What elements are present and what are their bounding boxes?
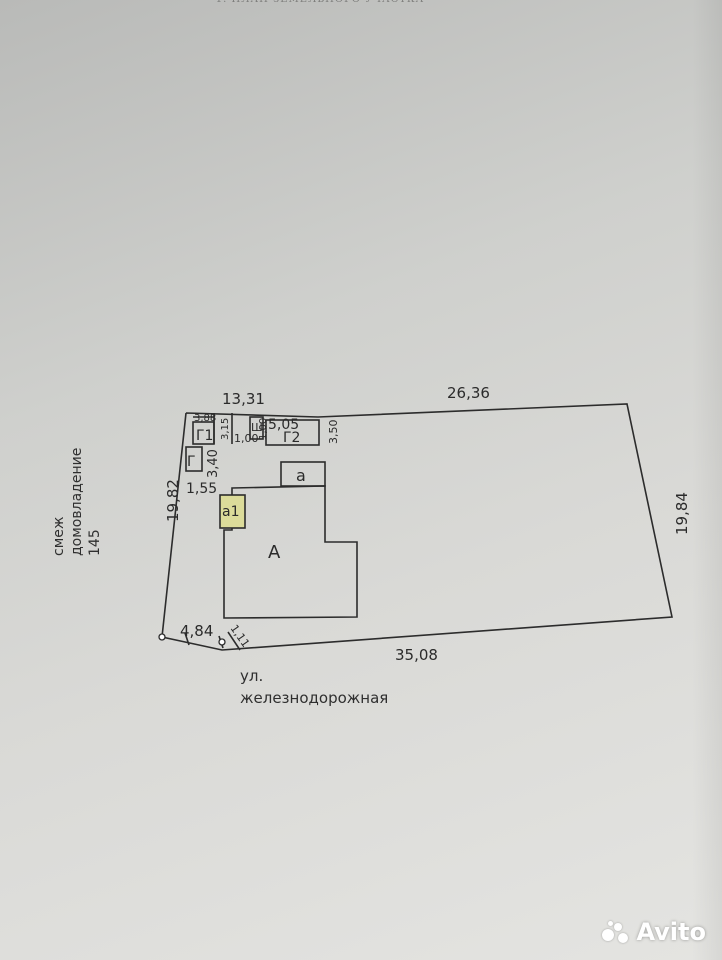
label-annex-a1: а1	[222, 504, 240, 520]
gate-tick-1	[184, 632, 190, 646]
neighbor-line-3: 145	[87, 529, 103, 556]
outbuilding-g-outline	[185, 446, 203, 472]
gate-tick-3	[227, 631, 241, 651]
dim-bottom-left: 4,84	[180, 622, 213, 640]
avito-watermark: Avito	[602, 918, 706, 946]
street-line-1: ул.	[240, 667, 264, 685]
outbuilding-g2-outline	[265, 419, 320, 446]
dim-left: 19,82	[164, 479, 182, 522]
annex-a-outline	[280, 461, 326, 487]
dim-right: 19,84	[673, 492, 691, 535]
dim-3-40: 3,40	[206, 449, 221, 478]
label-toilet: Ш	[251, 421, 263, 434]
dim-top-left: 13,31	[222, 390, 265, 408]
label-house-a: А	[268, 542, 281, 563]
corner-marker-gate	[218, 638, 226, 646]
paper-edge-shadow	[692, 0, 722, 960]
toilet-outline	[249, 416, 264, 440]
street-label: ул. железнодорожная	[240, 665, 388, 709]
dim-top-right: 26,36	[447, 384, 490, 402]
label-g1: Г1	[196, 428, 213, 444]
neighbor-line-2: домовладение	[69, 447, 85, 556]
corner-marker-left	[158, 633, 166, 641]
document-header: 1. ПЛАН ЗЕМЕЛЬНОГО УЧАСТКА	[200, 0, 440, 8]
dim-1-00-a: 1,00	[258, 418, 269, 440]
label-annex-a: а	[296, 466, 306, 485]
street-line-2: железнодорожная	[240, 689, 389, 707]
annex-a1-outline	[219, 494, 246, 529]
dim-1-55: 1,55	[186, 481, 217, 497]
dim-3-15: 3,15	[220, 418, 231, 440]
dim-3-50: 3,50	[327, 420, 340, 445]
dim-1-00-b: 1,00	[234, 432, 259, 445]
neighbor-line-1: смеж	[51, 516, 67, 556]
neighbor-label: смеж домовладение 145	[50, 416, 104, 556]
dim-bottom: 35,08	[395, 646, 438, 664]
dim-3-88: 3,88	[194, 413, 216, 424]
avito-logo-icon	[602, 921, 630, 943]
label-g: Г	[187, 454, 196, 470]
avito-brand-text: Avito	[636, 918, 706, 946]
dim-5-05: 5,05	[268, 417, 299, 433]
house-a-outline	[223, 485, 358, 619]
label-g2: Г2	[283, 430, 300, 446]
